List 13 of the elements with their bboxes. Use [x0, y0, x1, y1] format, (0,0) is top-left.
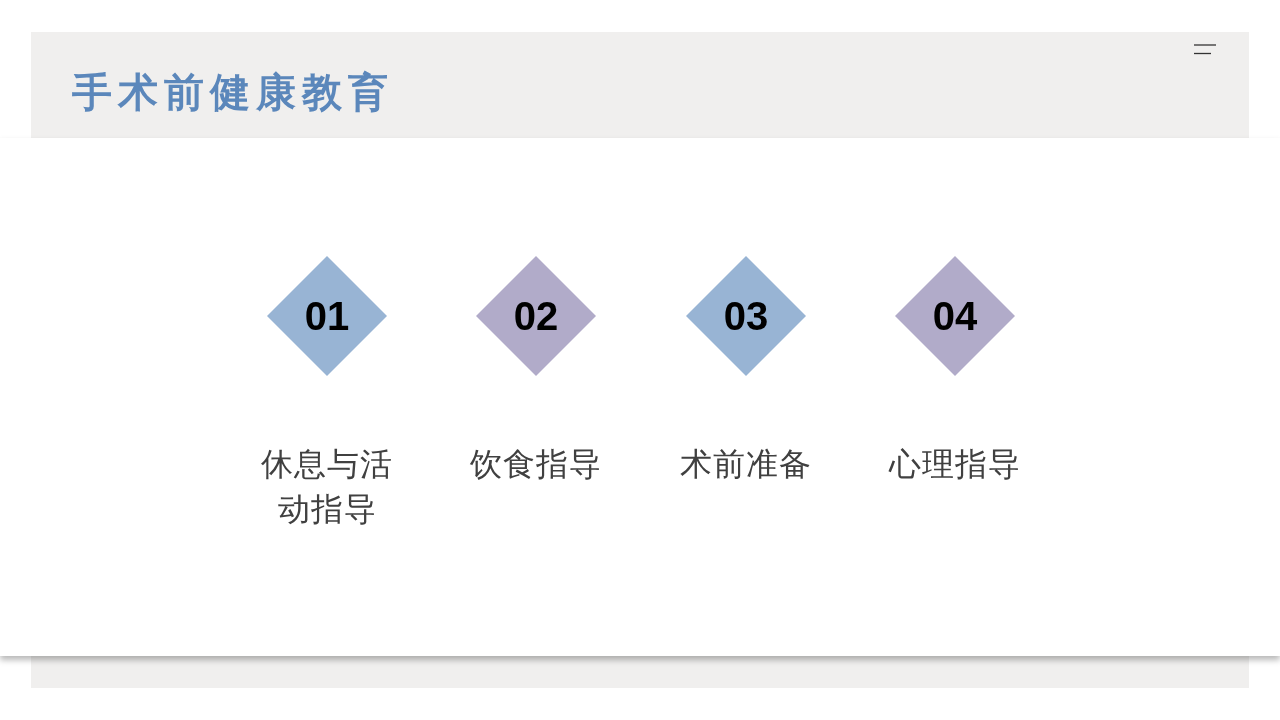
- number-diamond: [895, 256, 1015, 376]
- number-diamond: [476, 256, 596, 376]
- step-label: 饮食指导: [469, 444, 603, 485]
- step-number: 02: [513, 293, 559, 339]
- number-diamond: [686, 256, 806, 376]
- step-number: 04: [932, 293, 978, 339]
- slide-title: 手术前健康教育: [72, 67, 394, 117]
- step-label: 术前准备: [679, 444, 813, 485]
- step-label: 心理指导: [887, 444, 1022, 485]
- step-label: 休息与活动指导: [260, 444, 394, 530]
- number-diamond: [267, 256, 387, 376]
- step-number: 03: [723, 293, 769, 339]
- step-number: 01: [304, 293, 350, 339]
